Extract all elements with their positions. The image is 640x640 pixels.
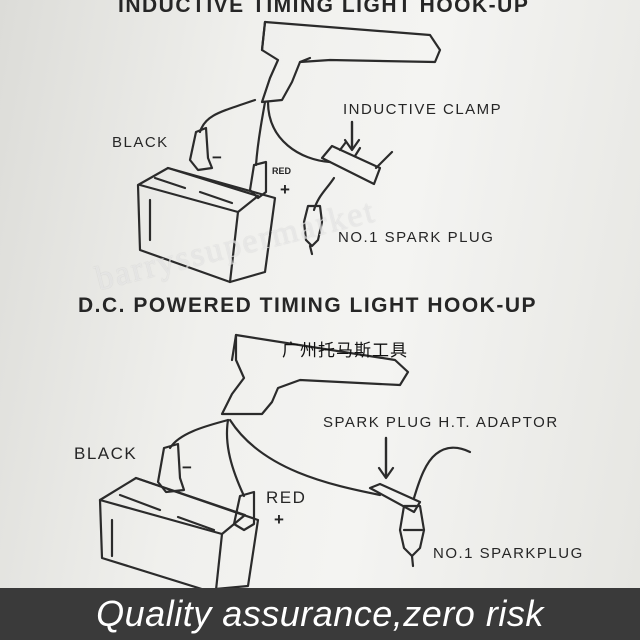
label-black: BLACK (112, 134, 169, 151)
label-plus: + (280, 180, 290, 199)
label-red-2: RED (266, 488, 307, 507)
chinese-caption: 广州托马斯工具 (282, 341, 408, 361)
label-no1-spark-plug: NO.1 SPARK PLUG (338, 229, 495, 246)
battery-icon (136, 166, 277, 284)
battery-clamp-black-icon-2 (156, 418, 230, 494)
label-spark-plug-adaptor: SPARK PLUG H.T. ADAPTOR (323, 414, 559, 431)
spark-plug-icon (302, 176, 336, 256)
label-no1-sparkplug: NO.1 SPARKPLUG (433, 545, 584, 562)
inductive-clamp-icon (320, 140, 394, 186)
quality-banner: Quality assurance,zero risk (0, 588, 640, 640)
label-inductive-clamp: INDUCTIVE CLAMP (343, 101, 503, 118)
timing-light-gun-icon-2 (220, 333, 410, 416)
battery-icon-2 (98, 476, 260, 590)
timing-light-gun-icon (260, 20, 442, 104)
battery-clamp-red-icon-2 (225, 418, 256, 532)
label-minus-2: − (182, 458, 192, 477)
hookup-drawings (98, 20, 472, 590)
manual-page: INDUCTIVE TIMING LIGHT HOOK-UP BLACK − R… (0, 0, 640, 590)
label-black-2: BLACK (74, 444, 138, 463)
label-plus-2: + (274, 510, 284, 529)
diagram-title-inductive: INDUCTIVE TIMING LIGHT HOOK-UP (118, 0, 530, 17)
banner-text: Quality assurance,zero risk (96, 593, 544, 634)
label-red: RED (272, 166, 292, 176)
label-minus: − (212, 148, 222, 167)
battery-clamp-red-icon (248, 100, 268, 200)
spark-plug-adaptor-icon (368, 446, 472, 568)
battery-clamp-black-icon (188, 98, 257, 172)
diagram-title-dc-powered: D.C. POWERED TIMING LIGHT HOOK-UP (78, 294, 537, 317)
